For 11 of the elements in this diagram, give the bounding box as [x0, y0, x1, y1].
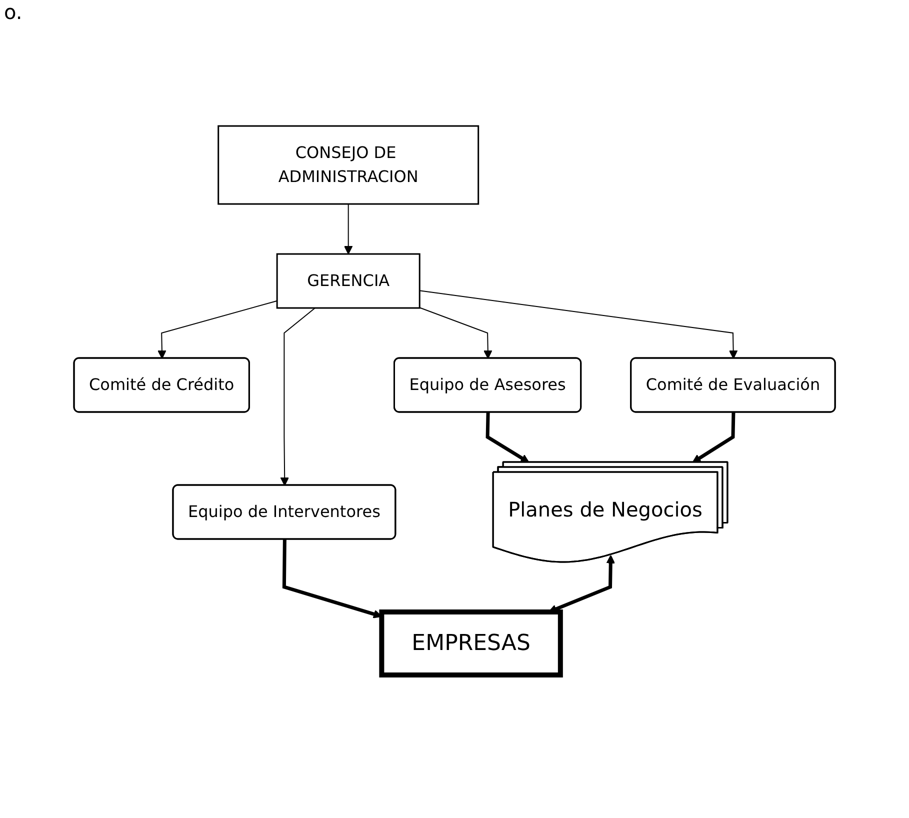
node-box: CONSEJO DE ADMINISTRACION: [218, 124, 480, 204]
arrow: [486, 412, 530, 462]
arrow: [419, 306, 492, 358]
arrow: [692, 412, 736, 462]
arrow: [419, 290, 738, 358]
arrow: [344, 203, 353, 254]
arrow: [280, 307, 316, 486]
arrow: [158, 300, 278, 358]
note-text: o.: [4, 0, 22, 24]
node-box: GERENCIA: [276, 252, 420, 308]
node-box: EMPRESAS: [379, 608, 563, 677]
